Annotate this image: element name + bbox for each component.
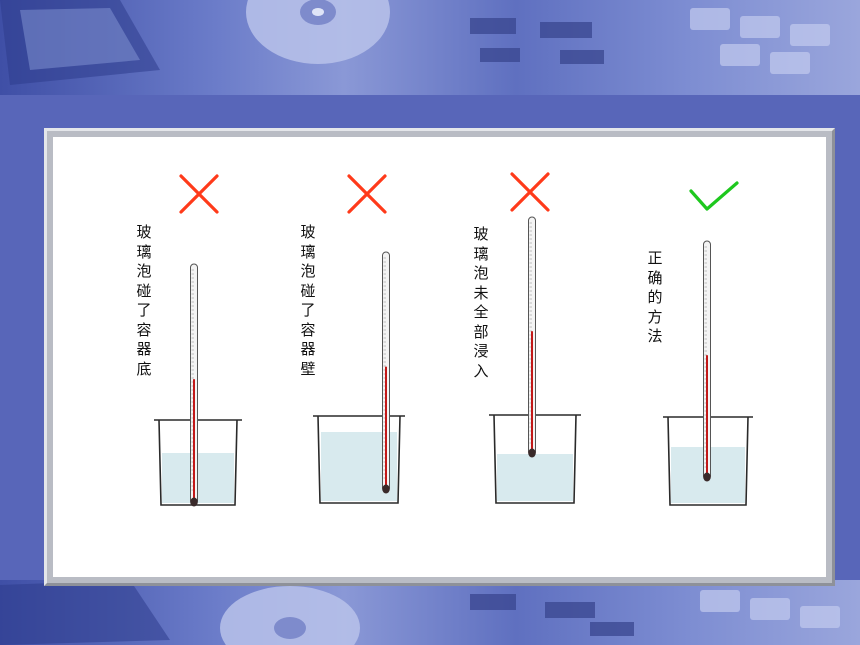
cd-disc-icon [246,0,390,64]
panel-1-thermometer-scale [191,269,194,491]
panel-3-caption: 玻璃泡未全部浸入 [473,225,489,380]
panel-4-check-icon [689,181,739,211]
panel-3-thermometer-bulb [528,448,536,458]
panel-3-liquid [497,454,573,501]
panel-4-thermometer-scale [704,246,707,468]
diagram-frame: 玻璃泡碰了容器底 玻璃泡碰了容器壁 玻璃泡未全部浸入 正确的方法 [44,128,835,586]
circuit-chip-icon [470,594,634,636]
panel-2-thermometer-scale [383,257,386,479]
keyboard-keys-icon [700,590,840,628]
panel-4-thermometer-bulb [703,472,711,482]
thermometer-usage-diagram [154,172,753,507]
panel-1-cross-icon [179,174,219,214]
panel-2-cross-icon [347,174,387,214]
panel-1-caption: 玻璃泡碰了容器底 [136,223,152,378]
panel-1-thermometer-bulb [190,497,198,507]
keyboard-keys-icon [690,8,830,74]
panel-3-thermometer-scale [529,222,532,444]
cd-disc-icon [220,586,360,645]
panel-3-mercury-column [531,331,533,451]
decorative-banner-graphic [0,0,830,85]
panel-3-cross-icon [510,172,550,212]
panel-4-mercury-column [706,355,708,475]
panel-2-caption: 玻璃泡碰了容器壁 [300,223,316,378]
panel-4-caption: 正确的方法 [647,249,663,345]
panel-2-thermometer-bulb [382,484,390,494]
decorative-banner-graphic [0,580,840,645]
circuit-chip-icon [470,18,604,64]
top-banner [0,0,860,95]
diagram-canvas: 玻璃泡碰了容器底 玻璃泡碰了容器壁 玻璃泡未全部浸入 正确的方法 [53,137,826,577]
panel-1-mercury-column [193,379,195,500]
panel-2-mercury-column [385,366,387,487]
bottom-banner [0,580,860,645]
